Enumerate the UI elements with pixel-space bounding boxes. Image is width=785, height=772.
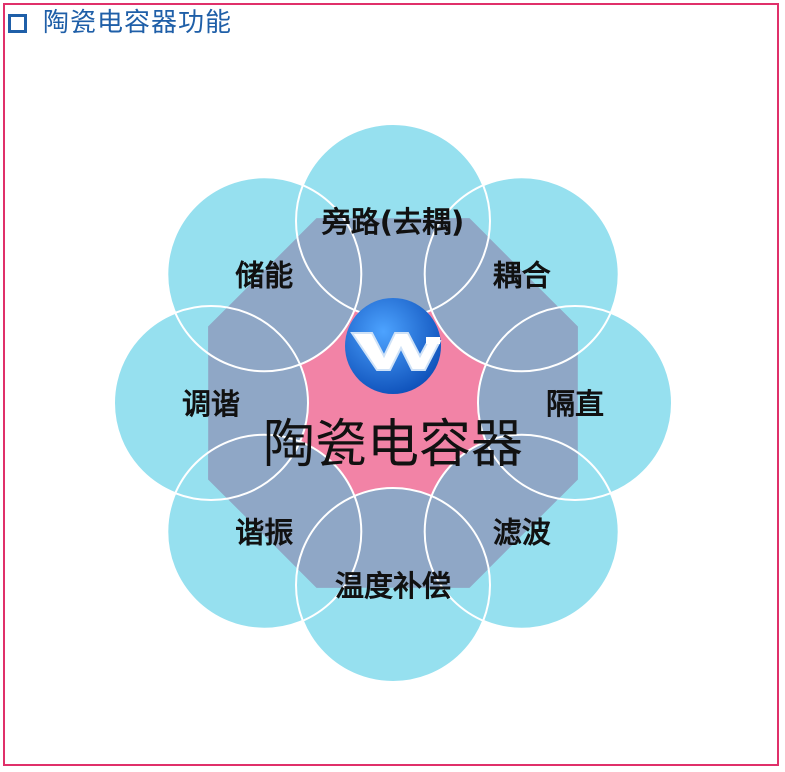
- petal-label-bypass: 旁路(去耦): [321, 205, 465, 239]
- petal-outline-storage: [166, 176, 363, 373]
- petal-label-resonance: 谐振: [235, 516, 293, 550]
- page-title: 陶瓷电容器功能: [43, 8, 233, 38]
- petal-outline-coupling: [423, 176, 620, 373]
- petal-label-coupling: 耦合: [493, 258, 551, 292]
- petal-label-dc-block: 隔直: [546, 387, 604, 421]
- center-label: 陶瓷电容器: [263, 415, 523, 475]
- title-row: 陶瓷电容器功能: [8, 6, 232, 40]
- w-logo-icon: [345, 298, 442, 394]
- petal-outline-temp-comp: [295, 487, 491, 683]
- petal-label-filter: 滤波: [493, 516, 552, 550]
- content-frame: [3, 3, 779, 766]
- petal-outline-tuning: [113, 305, 309, 501]
- petal-outline-resonance: [166, 433, 363, 630]
- petal-outline-dc-block: [477, 305, 673, 501]
- petal-label-tuning: 调谐: [182, 387, 240, 421]
- petal-outline-filter: [423, 433, 620, 630]
- petal-label-storage: 储能: [235, 258, 293, 292]
- square-bullet-icon: [8, 13, 27, 33]
- petal-label-temp-comp: 温度补偿: [335, 569, 451, 603]
